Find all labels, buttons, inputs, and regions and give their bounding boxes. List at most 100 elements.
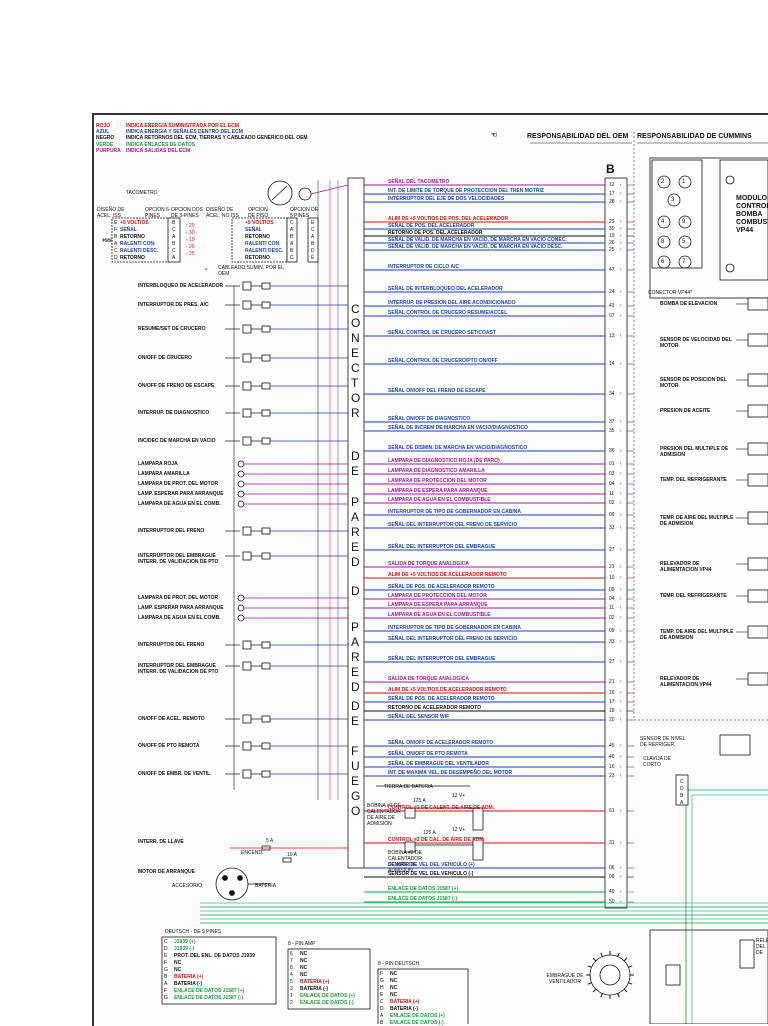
table-pin: F xyxy=(164,988,168,994)
iss-pin-number: ‹ 25 xyxy=(186,251,195,257)
table-row-label: ENLACE DE DATOS (+) xyxy=(390,1013,445,1019)
pin-arrow-icon: ‹ xyxy=(620,428,622,434)
table-pin: 2 xyxy=(290,1000,293,1006)
opcion5-pinblock xyxy=(307,217,319,263)
signal-label: SEÑAL ON/OFF DE ACELERADOR REMOTO xyxy=(388,740,494,746)
engine-sensor-icon xyxy=(747,672,768,686)
iss-pin2: C xyxy=(172,227,176,233)
lamp-icon xyxy=(237,480,245,488)
piso-pin: C xyxy=(290,255,294,261)
pin-arrow-icon: ‹ xyxy=(620,699,622,705)
piso-pin-5: B xyxy=(311,241,315,247)
starter-term xyxy=(222,875,228,881)
switch-terminal xyxy=(261,742,271,750)
signal-label: SEÑAL ON/OFF DE PTO REMOTA xyxy=(388,751,468,757)
shorting-plug-pin: C xyxy=(680,779,684,785)
connector-letter: A xyxy=(351,510,360,524)
bobina2-label: BOBINA #2 DE CALENTADOR DE AIRE DE ADMIS… xyxy=(388,850,422,874)
opcion-5-label: OPCION DE 5 PINES xyxy=(290,207,319,219)
signal-label: ENLACE DE DATOS J1587 (+) xyxy=(388,886,459,892)
pin-arrow-icon: ‹ xyxy=(620,240,622,246)
gear-tooth xyxy=(617,952,620,957)
pin-number: 37 xyxy=(609,419,615,425)
switch-body xyxy=(242,408,252,418)
signal-label: SENSOR DE VEL DEL VEHICULO (-) xyxy=(388,871,474,877)
shorting-plug-pin: B xyxy=(680,793,684,799)
vp44-module-text: BOMBA xyxy=(736,211,763,218)
table-row-label: ENLACE DE DATOS (-) xyxy=(390,1020,444,1026)
starter-term xyxy=(229,890,235,896)
vp44-mount-hole xyxy=(725,263,735,273)
iss-pin: D xyxy=(114,255,118,261)
vp44-pin-label: 8 xyxy=(661,239,665,245)
table-row-label: NC xyxy=(174,967,182,973)
iss-pin2: B xyxy=(172,220,176,226)
pin-arrow-icon: ‹ xyxy=(620,564,622,570)
pin-arrow-icon: ‹ xyxy=(620,874,622,880)
legend-text: INDICA ENLACES DE DATOS xyxy=(126,141,196,148)
switch-label: LAMPARA ROJA xyxy=(138,461,178,467)
coolant-level-label: SENSOR DE NIVEL DE REFRIGER. xyxy=(640,736,686,748)
a8-frame xyxy=(287,948,371,1010)
switch-terminal xyxy=(261,437,271,445)
engine-sensor-icon xyxy=(747,297,768,311)
connector-letter: D xyxy=(351,699,360,713)
iss-pin: E xyxy=(114,220,118,226)
table-row-label: J1939 (-) xyxy=(174,946,195,952)
switch-terminal xyxy=(261,354,271,362)
switch-label: ON/OFF DE CRUCERO xyxy=(138,355,192,361)
signal-label: ENLACE DE DATOS J1587 (-) xyxy=(388,896,457,902)
iss-box xyxy=(111,217,171,263)
heater-conn-1 xyxy=(472,807,484,831)
piso-pin: B xyxy=(290,248,294,254)
signal-label: LAMPARA DE ESPERA PARA ARRANQUE xyxy=(388,488,488,494)
signal-label: INT. DE LIMITE DE TORQUE DE PROTECCION D… xyxy=(388,188,544,194)
gear-tooth xyxy=(592,957,597,962)
deutsch9-title: DEUTSCH - DE 9 PINES xyxy=(165,929,222,935)
piso-pin: A xyxy=(290,227,294,233)
switch-label: LAMP. ESPERAR PARA ARRANQUE xyxy=(138,605,224,611)
signal-label: RETORNO DE POS. DEL ACELERADOR xyxy=(388,230,483,236)
switch-terminal xyxy=(261,382,271,390)
signal-label: SEÑAL CONTROL DE CRUCERO RESUME/ACCEL xyxy=(388,310,508,316)
engine-sensor-icon xyxy=(747,333,768,347)
heater-conn-2 xyxy=(472,837,484,861)
gear-tooth xyxy=(587,982,592,985)
pin-number: 01 xyxy=(609,461,615,467)
switch-label: LAMPARA DE AGUA EN EL COMB. xyxy=(138,501,221,507)
pin-number: 47 xyxy=(609,267,615,273)
switch-label: INTERRUPTOR DEL EMBRAGUE xyxy=(138,663,216,669)
connector-letter: P xyxy=(351,495,360,509)
switch-label: INTERRUP. DE DIAGNOSTICO xyxy=(138,410,210,416)
pin-number: 29 xyxy=(609,219,615,225)
pin-number: 27 xyxy=(609,659,615,665)
switch-label: INC/DEC DE MARCHA EN VACIO xyxy=(138,438,216,444)
pin-number: 08 xyxy=(609,874,615,880)
piso-row-label: +5 VOLTIOS xyxy=(245,220,274,226)
pin-arrow-icon: ‹ xyxy=(620,525,622,531)
engine-sensor-label: RELEVADOR DE ALIMENTACION VP44 xyxy=(660,676,712,688)
table-row-label: ENLACE DE DATOS J1587 (-) xyxy=(174,995,243,1001)
table-pin: A xyxy=(380,1013,384,1019)
connector-letter: F xyxy=(351,744,359,758)
engine-sensor-label: PRESION DEL MULTIPLE DE ADMISION xyxy=(660,446,729,458)
signal-label: SEÑAL DE DISMIN. DE MARCHA EN VACIO/DIAG… xyxy=(388,445,528,451)
piso-pinblock xyxy=(286,217,298,263)
vp44-pin xyxy=(657,255,671,269)
pin-number: 09 xyxy=(609,587,615,593)
vp44-pin-label: 7 xyxy=(682,259,686,265)
pin-arrow-icon: ‹ xyxy=(620,575,622,581)
table-row-label: BATERIA (-) xyxy=(300,986,329,992)
pin-number: 09 xyxy=(609,628,615,634)
vp44-module-text: MODULO xyxy=(736,195,768,202)
pin-arrow-icon: ‹ xyxy=(620,191,622,197)
lamp-icon xyxy=(237,604,245,612)
switch-label: LAMPARA DE AGUA EN EL COMB. xyxy=(138,615,221,621)
pin-number: 34 xyxy=(609,391,615,397)
pin-arrow-icon: ‹ xyxy=(620,303,622,309)
legend-code: NEGRO xyxy=(96,135,115,142)
pin-arrow-icon: ‹ xyxy=(620,840,622,846)
connector-letter: E xyxy=(351,464,360,478)
connector-letter: T xyxy=(351,376,359,390)
